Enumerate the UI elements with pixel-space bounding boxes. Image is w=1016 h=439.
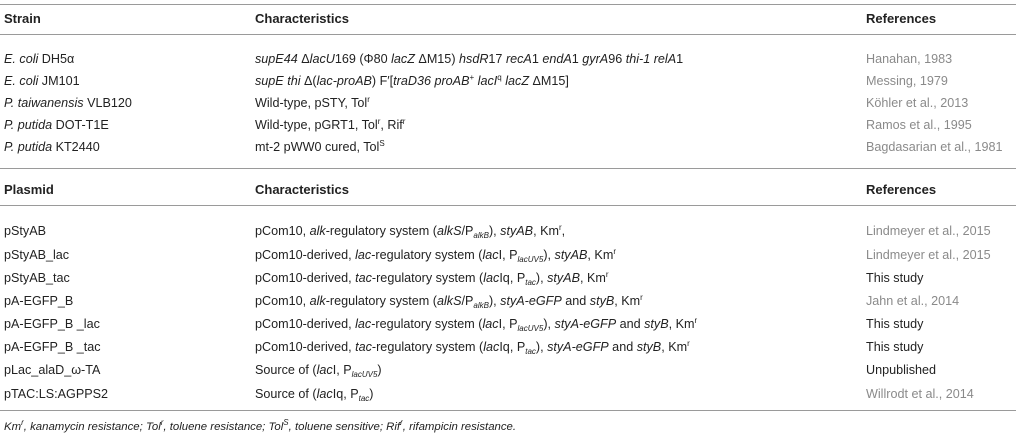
- reference-cell: Jahn et al., 2014: [866, 294, 960, 308]
- reference-cell: Unpublished: [866, 363, 937, 377]
- characteristics-cell: Wild-type, pSTY, Tolr: [255, 95, 370, 111]
- strain-cell: E. coli JM101: [4, 71, 80, 91]
- plasmid-name: pA-EGFP_B _lac: [4, 317, 100, 331]
- table-row: pStyAB_lac pCom10-derived, lac-regulator…: [0, 245, 1016, 265]
- strain-species: E. coli: [4, 74, 39, 88]
- reference-cell: This study: [866, 317, 924, 331]
- reference-cell: Bagdasarian et al., 1981: [866, 140, 1003, 154]
- plasmid-name: pTAC:LS:AGPPS2: [4, 387, 109, 401]
- col-header-plasmid: Plasmid: [4, 182, 54, 197]
- characteristics-cell: Wild-type, pGRT1, Tolr, Rifr: [255, 117, 406, 133]
- characteristics-cell: pCom10, alk-regulatory system (alkS/Palk…: [255, 223, 566, 240]
- strain-cell: P. putida KT2440: [4, 137, 100, 157]
- characteristics-cell: pCom10-derived, lac-regulatory system (l…: [255, 316, 698, 333]
- strain-species: P. taiwanensis: [4, 96, 84, 110]
- table-row: pA-EGFP_B pCom10, alk-regulatory system …: [0, 291, 1016, 311]
- strain-name: KT2440: [55, 140, 100, 154]
- table-row: E. coli JM101 supE thi Δ(lac-proAB) F′[t…: [0, 71, 1016, 91]
- table-row: pA-EGFP_B _tac pCom10-derived, tac-regul…: [0, 337, 1016, 357]
- table-row: pA-EGFP_B _lac pCom10-derived, lac-regul…: [0, 314, 1016, 334]
- table-row: pTAC:LS:AGPPS2 Source of (lacIq, Ptac) W…: [0, 384, 1016, 404]
- reference-cell: Messing, 1979: [866, 74, 948, 88]
- strain-name: VLB120: [87, 96, 132, 110]
- strain-species: P. putida: [4, 118, 53, 132]
- plasmid-name: pStyAB_tac: [4, 271, 70, 285]
- reference-cell: Köhler et al., 2013: [866, 96, 969, 110]
- col-header-characteristics: Characteristics: [255, 182, 349, 197]
- characteristics-cell: pCom10, alk-regulatory system (alkS/Palk…: [255, 293, 643, 310]
- plasmid-name: pStyAB_lac: [4, 248, 70, 262]
- characteristics-cell: mt-2 pWW0 cured, TolS: [255, 139, 385, 155]
- table-row: pLac_alaD_ω-TA Source of (lacI, PlacUV5)…: [0, 360, 1016, 380]
- strain-header-rule: [0, 34, 1016, 35]
- plasmid-name: pStyAB: [4, 224, 46, 238]
- strain-header-row: Strain Characteristics References: [0, 9, 1016, 29]
- col-header-characteristics: Characteristics: [255, 11, 349, 26]
- plasmid-name: pA-EGFP_B _tac: [4, 340, 101, 354]
- strain-species: P. putida: [4, 140, 53, 154]
- col-header-references: References: [866, 182, 937, 197]
- strain-name: JM101: [41, 74, 80, 88]
- reference-cell: This study: [866, 271, 924, 285]
- strain-cell: E. coli DH5α: [4, 49, 74, 69]
- table-row: P. taiwanensis VLB120 Wild-type, pSTY, T…: [0, 93, 1016, 113]
- col-header-strain: Strain: [4, 11, 41, 26]
- table-row: pStyAB_tac pCom10-derived, tac-regulator…: [0, 268, 1016, 288]
- reference-cell: Lindmeyer et al., 2015: [866, 224, 991, 238]
- characteristics-cell: supE thi Δ(lac-proAB) F′[traD36 proAB+ l…: [255, 73, 569, 89]
- reference-cell: Lindmeyer et al., 2015: [866, 248, 991, 262]
- table-top-rule: [0, 4, 1016, 5]
- section-divider-rule: [0, 168, 1016, 169]
- strain-species: E. coli: [4, 52, 39, 66]
- strain-name: DH5α: [41, 52, 75, 66]
- table-row: P. putida KT2440 mt-2 pWW0 cured, TolS B…: [0, 137, 1016, 157]
- plasmid-header-row: Plasmid Characteristics References: [0, 180, 1016, 200]
- characteristics-cell: supE44 ΔlacU169 (Φ80 lacZ ΔM15) hsdR17 r…: [255, 52, 684, 66]
- characteristics-cell: pCom10-derived, tac-regulatory system (l…: [255, 270, 609, 287]
- strain-name: DOT-T1E: [55, 118, 109, 132]
- table-bottom-rule: [0, 410, 1016, 411]
- characteristics-cell: pCom10-derived, tac-regulatory system (l…: [255, 339, 690, 356]
- strain-cell: P. putida DOT-T1E: [4, 115, 109, 135]
- characteristics-cell: pCom10-derived, lac-regulatory system (l…: [255, 247, 616, 264]
- plasmid-name: pA-EGFP_B: [4, 294, 74, 308]
- plasmid-header-rule: [0, 205, 1016, 206]
- table-row: P. putida DOT-T1E Wild-type, pGRT1, Tolr…: [0, 115, 1016, 135]
- reference-cell: Hanahan, 1983: [866, 52, 953, 66]
- reference-cell: Willrodt et al., 2014: [866, 387, 974, 401]
- plasmid-name: pLac_alaD_ω-TA: [4, 363, 101, 377]
- table-row: E. coli DH5α supE44 ΔlacU169 (Φ80 lacZ Δ…: [0, 49, 1016, 69]
- table-row: pStyAB pCom10, alk-regulatory system (al…: [0, 221, 1016, 241]
- characteristics-cell: Source of (lacIq, Ptac): [255, 387, 374, 403]
- reference-cell: Ramos et al., 1995: [866, 118, 972, 132]
- reference-cell: This study: [866, 340, 924, 354]
- characteristics-cell: Source of (lacI, PlacUV5): [255, 363, 382, 379]
- col-header-references: References: [866, 11, 937, 26]
- strain-cell: P. taiwanensis VLB120: [4, 93, 132, 113]
- table-footnote: Kmr, kanamycin resistance; Tolr, toluene…: [4, 418, 517, 434]
